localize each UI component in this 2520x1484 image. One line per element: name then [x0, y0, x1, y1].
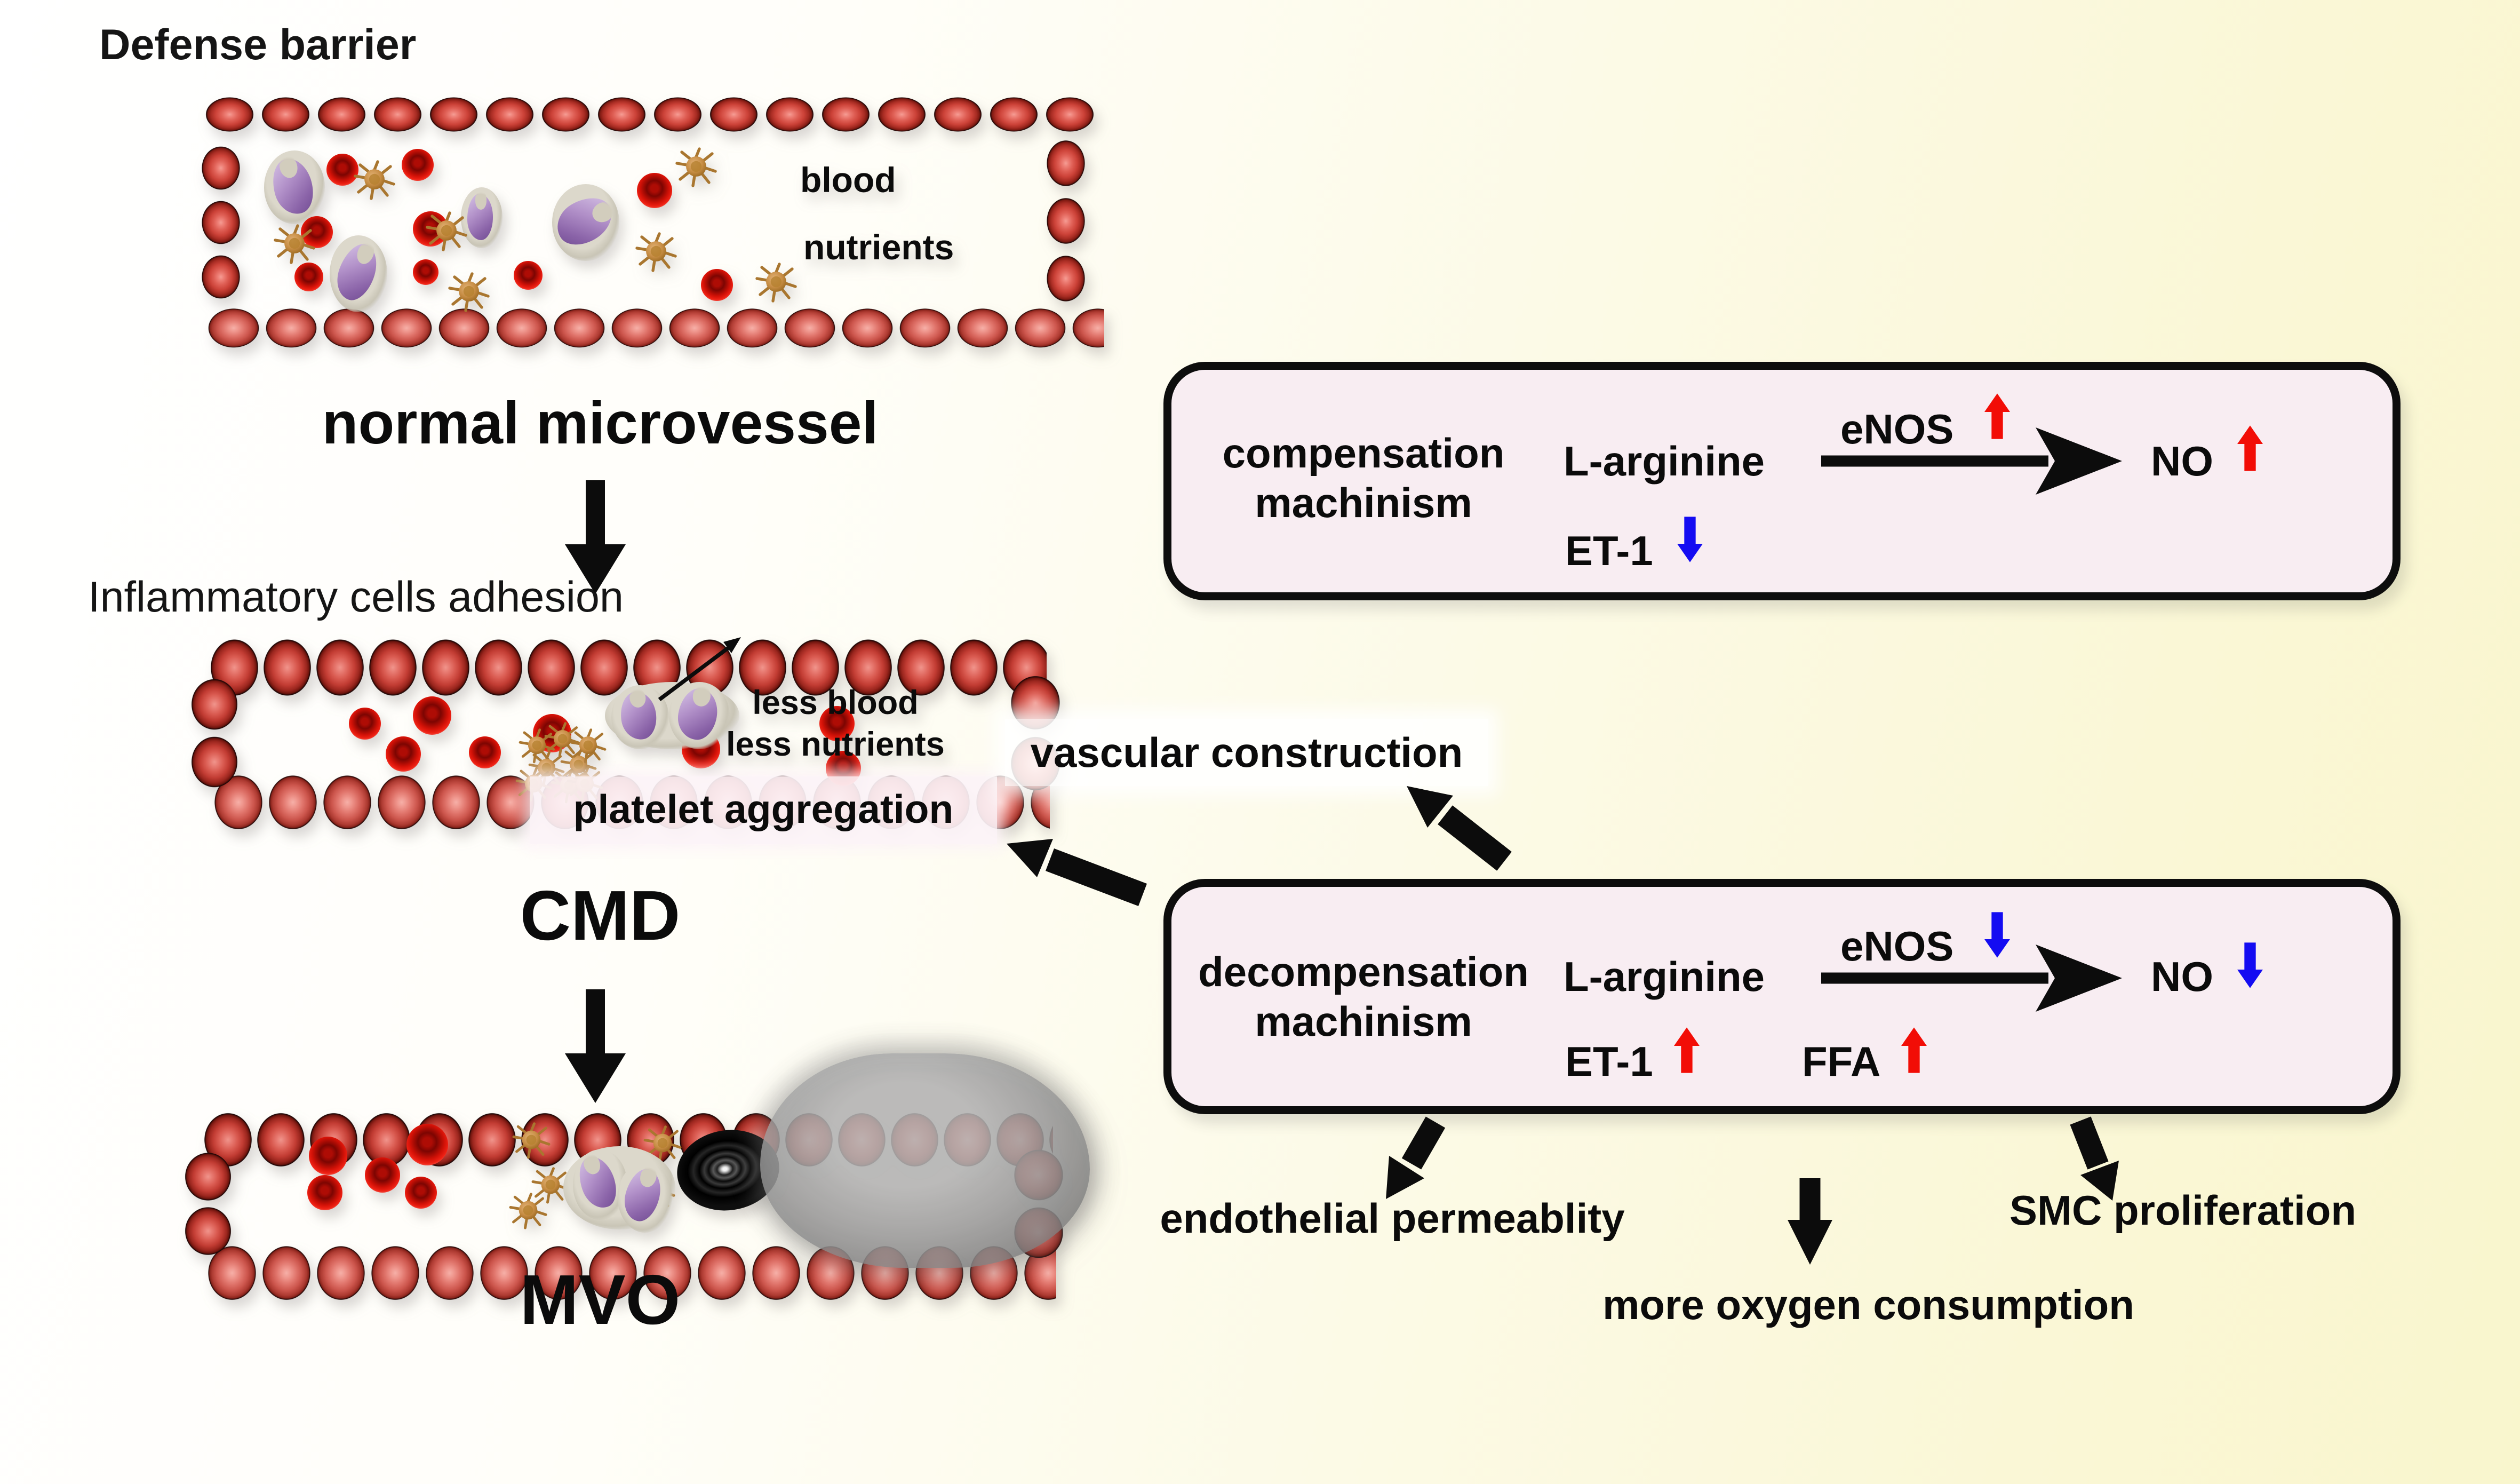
red-blood-cell	[469, 736, 501, 768]
arrow-shaft-to-endothelial	[1401, 1116, 1446, 1170]
red-blood-cell	[819, 706, 855, 741]
red-blood-cell	[386, 736, 421, 772]
less-nutrients-note: less nutrients	[726, 727, 945, 764]
arrowhead-to-oxygen	[1788, 1220, 1832, 1265]
up-arrow-icon	[1901, 1026, 1927, 1074]
et1-label: ET-1	[1565, 527, 1653, 575]
purple-immune-cell	[467, 191, 493, 240]
mvo-caption: MVO	[520, 1261, 681, 1340]
ffa-label: FFA	[1802, 1037, 1881, 1085]
oxygen-consumption-label: more oxygen consumption	[1602, 1281, 2134, 1329]
decompensation-title-line1: decompensation	[1198, 948, 1529, 996]
et1-label: ET-1	[1565, 1037, 1653, 1085]
smc-proliferation-label: SMC proliferation	[2009, 1186, 2356, 1234]
inflammatory-adhesion-label: Inflammatory cells adhesion	[88, 573, 624, 621]
decompensation-title-line2: machinism	[1255, 997, 1472, 1045]
down-arrow-icon	[1677, 515, 1703, 564]
arrowhead-to-vascular-construction	[1407, 786, 1453, 828]
less-blood-note: less blood	[752, 685, 919, 722]
up-arrow-icon	[1674, 1026, 1700, 1074]
arrowhead-to-endothelial	[1386, 1156, 1424, 1199]
vessel-wall-bottom	[205, 306, 1104, 352]
immune-cell-halo	[611, 685, 669, 749]
normal-microvessel-illustration: blood nutrients	[179, 77, 1115, 368]
red-blood-cell	[514, 261, 543, 290]
compensation-title-line2: machinism	[1255, 479, 1472, 527]
decompensation-box: decompensation machinism L-arginine eNOS…	[1163, 879, 2401, 1114]
arrow-shaft-to-vascular-construction	[1438, 805, 1512, 871]
up-arrow-icon	[1984, 392, 2010, 440]
platelet-icon	[355, 160, 394, 199]
nutrients-note: nutrients	[803, 227, 954, 267]
red-blood-cell	[326, 154, 358, 186]
platelet-icon	[677, 147, 715, 186]
decompensation-title: decompensation machinism	[1178, 948, 1549, 1047]
down-arrow-icon	[2237, 941, 2263, 989]
vascular-construction-label: vascular construction	[1005, 719, 1488, 786]
enzyme-label: eNOS	[1840, 922, 1954, 970]
vessel-wall-top	[202, 93, 1098, 136]
immune-cell-halo	[461, 187, 503, 248]
enzyme-label: eNOS	[1840, 405, 1954, 453]
vessel-wall-right	[1043, 134, 1088, 304]
arrow-shaft-to-cmd-vessel	[1046, 848, 1147, 907]
purple-immune-cell	[620, 1165, 667, 1226]
purple-immune-cell	[330, 239, 384, 306]
product-label: NO	[2151, 437, 2213, 485]
platelet-icon	[757, 263, 795, 301]
product-label: NO	[2151, 953, 2213, 1001]
red-blood-cell	[402, 149, 434, 181]
purple-immune-cell	[548, 188, 620, 254]
flow-arrow-cmd-to-mvo	[565, 989, 626, 1103]
defense-barrier-label: Defense barrier	[99, 21, 417, 69]
red-blood-cell	[405, 1177, 437, 1209]
immune-cell-halo	[618, 1162, 672, 1233]
vessel-wall-left	[182, 1149, 234, 1255]
platelet-icon	[637, 232, 675, 271]
down-arrow-icon	[1984, 911, 2010, 959]
immune-cell-halo	[264, 150, 325, 224]
purple-immune-cell	[617, 689, 660, 743]
less-note: less blood less nutrients	[698, 684, 973, 767]
compensation-box: compensation machinism L-arginine eNOS N…	[1163, 362, 2401, 600]
red-blood-cell	[365, 1157, 400, 1193]
substrate-label: L-arginine	[1564, 953, 1765, 1001]
red-blood-cell	[349, 708, 381, 740]
red-blood-cell	[406, 1124, 448, 1165]
gray-occlusion-blob	[760, 1053, 1090, 1268]
up-arrow-icon	[2237, 424, 2263, 472]
immune-cell-halo	[573, 1149, 627, 1220]
purple-immune-cell	[267, 154, 318, 218]
red-blood-cell	[701, 269, 733, 301]
normal-microvessel-caption: normal microvessel	[322, 391, 879, 456]
red-blood-cell	[294, 263, 323, 291]
vessel-wall-left	[189, 676, 240, 788]
platelet-icon	[275, 224, 314, 263]
red-blood-cell	[637, 173, 672, 208]
endothelial-permeability-label: endothelial permeablity	[1160, 1194, 1625, 1242]
platelet-icon	[450, 272, 488, 311]
blood-note: blood	[800, 160, 896, 200]
vessel-wall-left	[198, 141, 243, 301]
compensation-title: compensation machinism	[1191, 429, 1536, 528]
substrate-label: L-arginine	[1564, 437, 1765, 485]
purple-immune-cell	[573, 1152, 624, 1215]
platelet-aggregation-label: platelet aggregation	[530, 776, 997, 844]
red-blood-cell	[309, 1137, 347, 1175]
immune-cell-halo	[548, 184, 620, 261]
arrow-shaft-to-smc	[2070, 1116, 2109, 1170]
immune-cell-halo	[330, 235, 387, 312]
cmd-caption: CMD	[520, 877, 681, 956]
red-blood-cell	[413, 259, 438, 285]
platelet-icon	[571, 728, 605, 762]
platelet-icon	[514, 1122, 549, 1157]
mvo-vessel-illustration	[182, 1053, 1090, 1342]
compensation-title-line1: compensation	[1222, 429, 1505, 477]
red-blood-cell	[413, 696, 451, 735]
platelet-icon	[511, 1193, 546, 1228]
red-blood-cell	[307, 1175, 342, 1210]
platelet-icon	[427, 211, 466, 250]
